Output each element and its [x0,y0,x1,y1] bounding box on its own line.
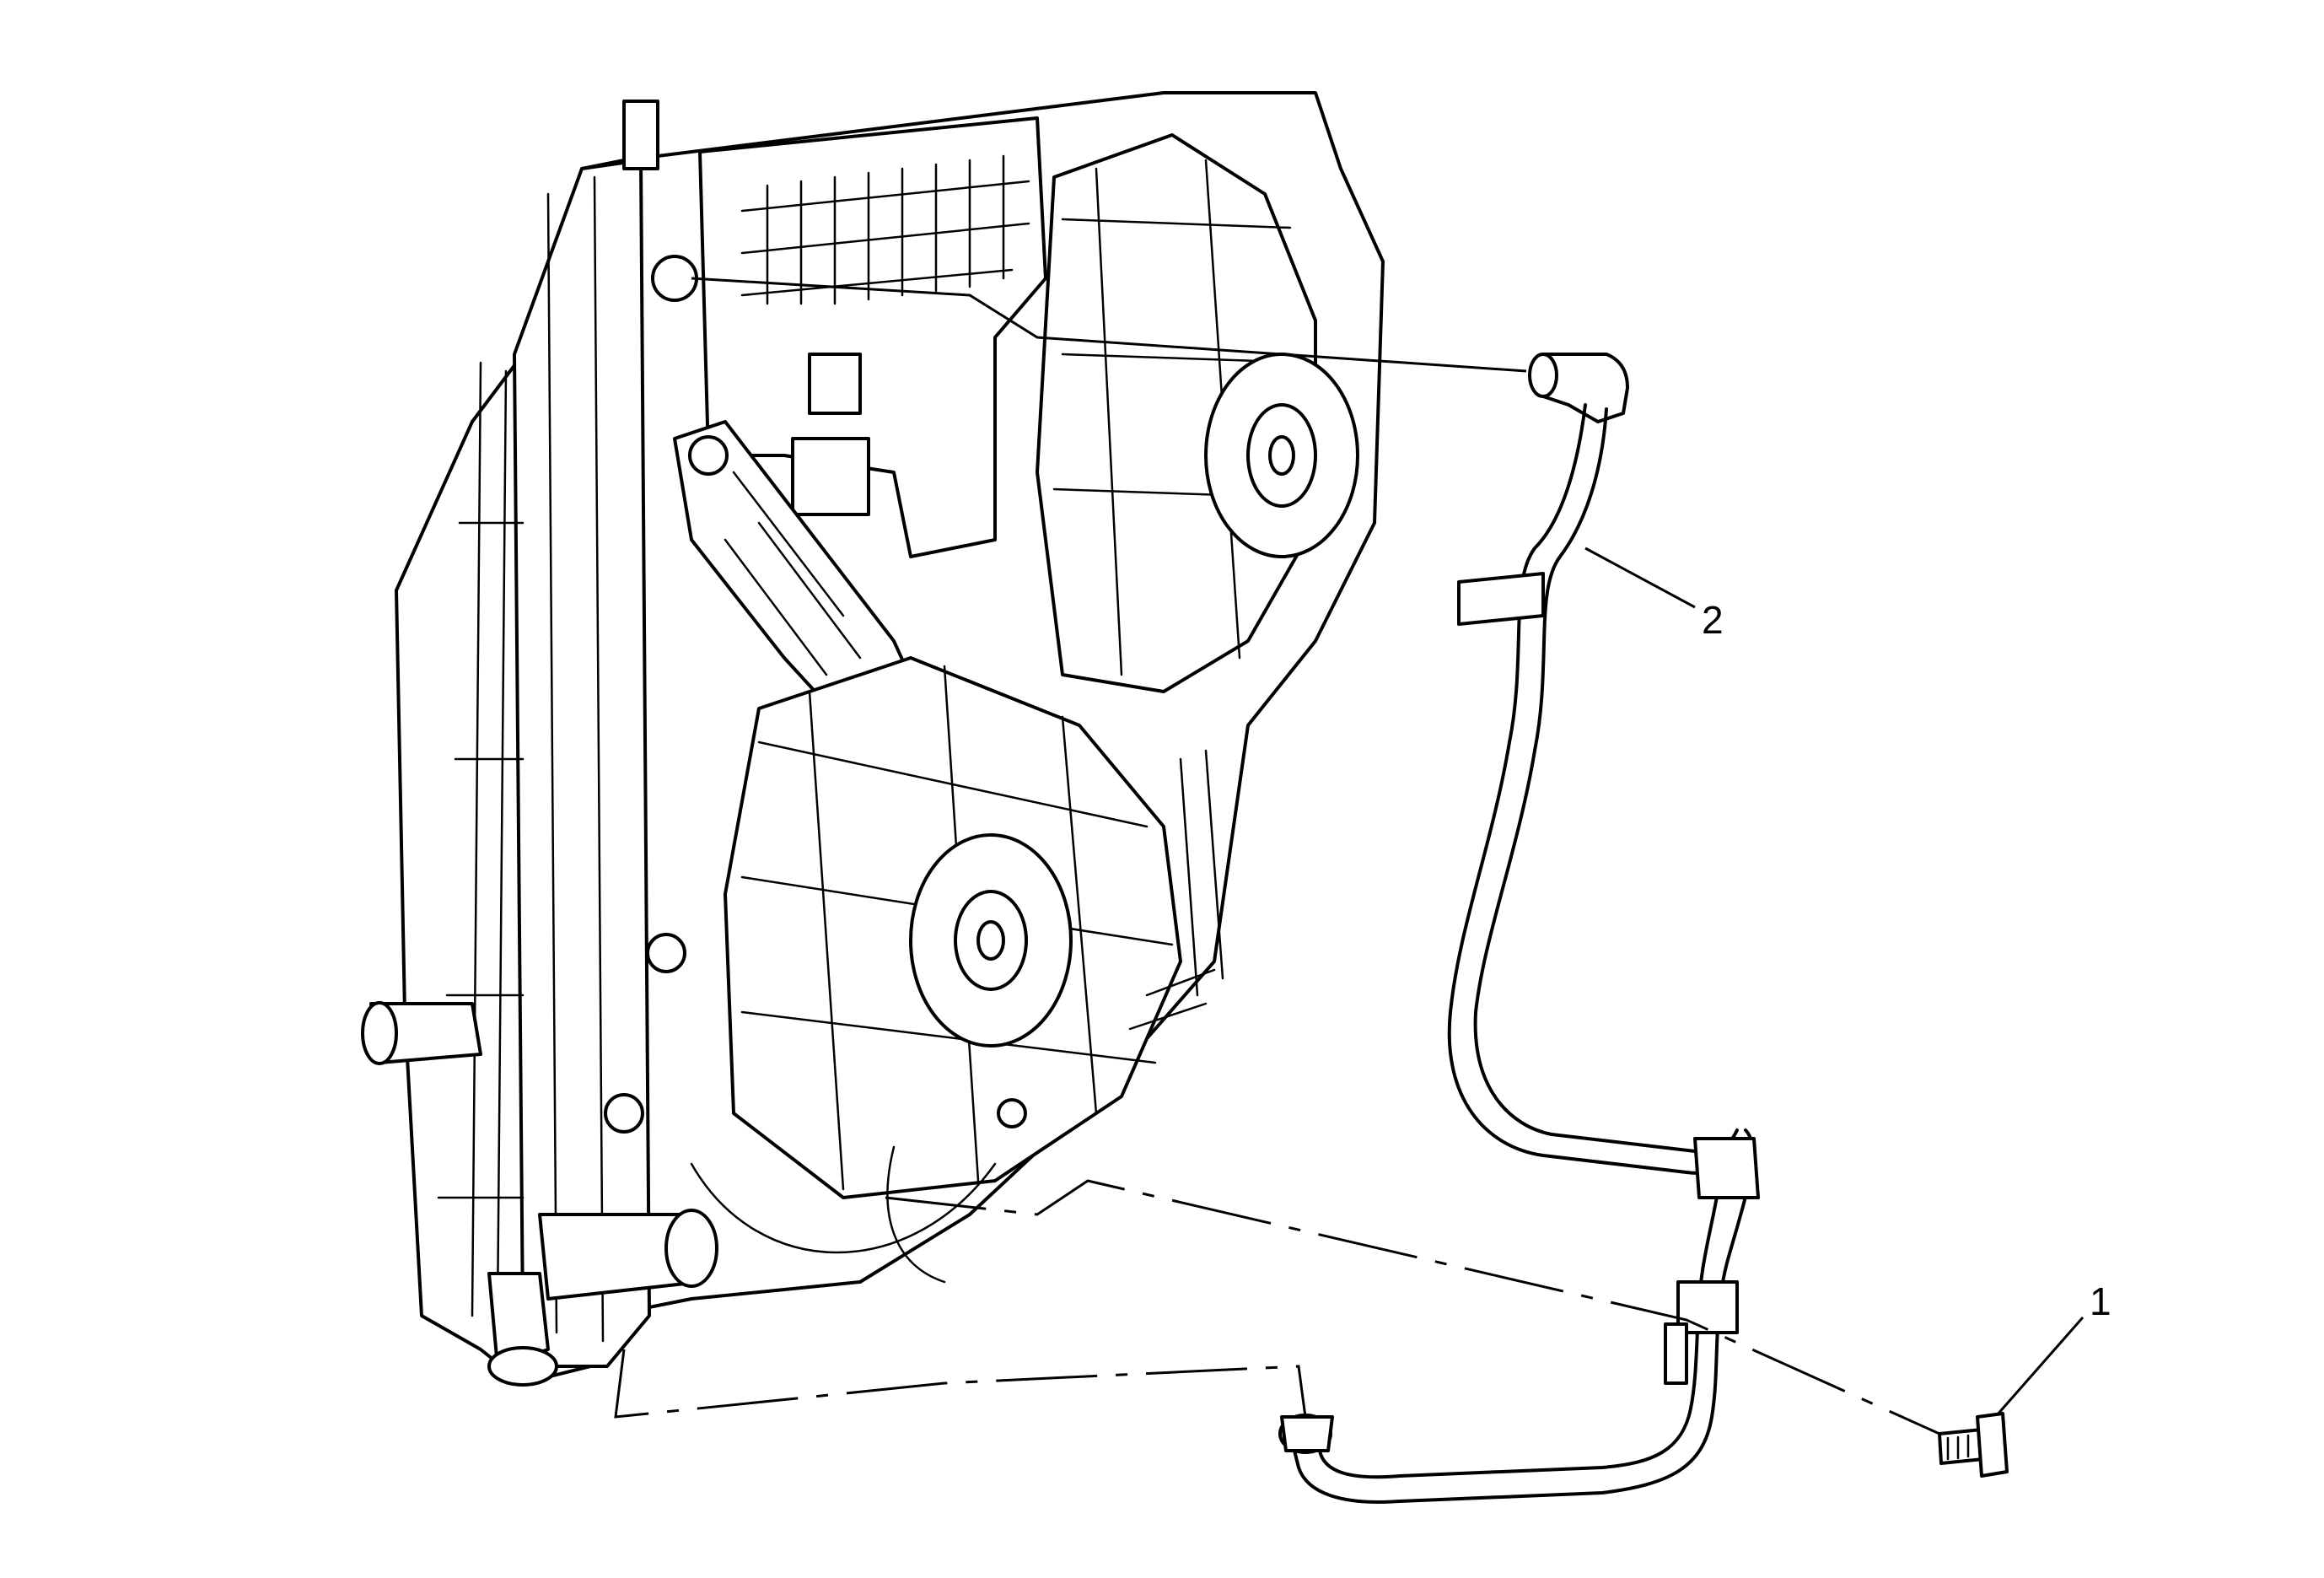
motor-connector [791,437,870,516]
hose-body [1447,403,1747,1175]
outlet-alignment-line [614,1349,1307,1419]
left-radiator-tank [513,159,651,1368]
shroud-louvres [740,154,1030,305]
alignment-lines [614,277,1940,1435]
hose-mount-tab [1457,572,1545,626]
inlet-pipe-body [1288,1128,1755,1504]
radiator-fan-module [361,91,1385,1387]
callout-2-label: 2 [1702,598,1724,642]
callout-1-label: 1 [2090,1279,2112,1323]
callout-2-leader [1584,547,1696,609]
upper-alignment-line [691,277,1527,373]
connector-block [808,353,862,415]
callout-1-leader [1995,1317,2085,1416]
inlet-pipe [1278,1128,1760,1504]
upper-fan [1036,133,1359,693]
lower-alignment-line [885,1179,1940,1435]
vent-hose [1447,353,1747,1175]
bolt [1938,1412,2009,1478]
hose-upper-connector [1541,353,1629,423]
lower-fan [724,656,1182,1199]
callout-leaders [1584,547,2085,1416]
